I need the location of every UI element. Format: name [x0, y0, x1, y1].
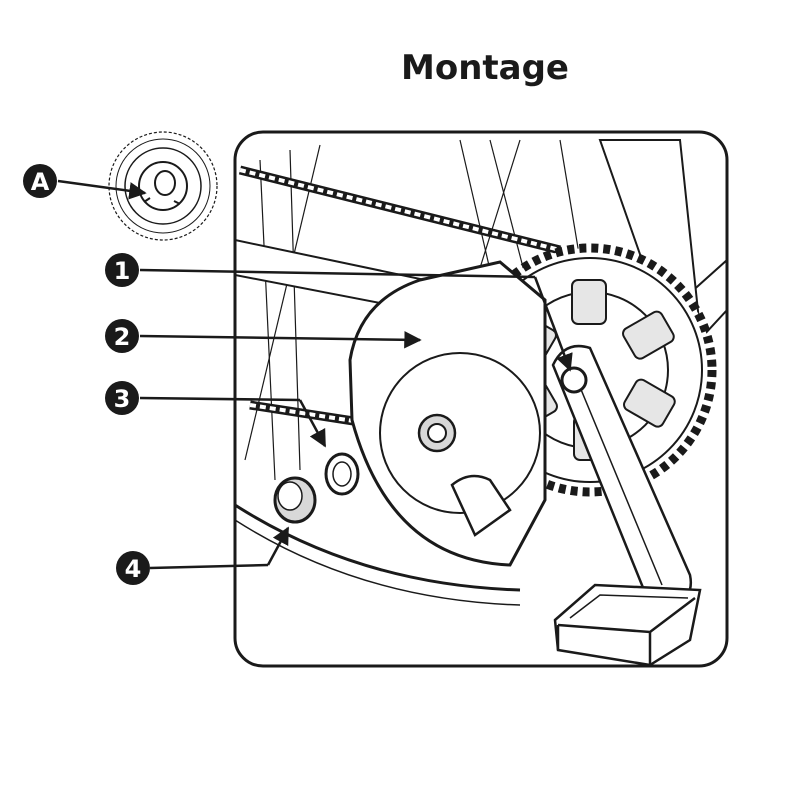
callout-badge-1: 1 [105, 253, 139, 287]
callout-badge-a: A [23, 164, 57, 198]
chain-guard-illustration [348, 260, 547, 567]
page-title: Montage [401, 48, 569, 88]
callout-badge-2: 2 [105, 319, 139, 353]
leader-line-4-diagonal [266, 526, 290, 566]
callout-leaders [57, 179, 573, 570]
detail-cap-illustration [108, 131, 218, 241]
leader-line-1-horizontal [139, 268, 536, 279]
leader-line-4-horizontal [149, 563, 269, 570]
callout-label-2: 2 [114, 323, 131, 351]
callout-badge-3: 3 [105, 381, 139, 415]
callout-badge-4: 4 [116, 551, 150, 585]
upper-chain-illustration [238, 165, 562, 255]
leader-line-2 [139, 331, 422, 349]
mounting-cap-illustration [273, 476, 317, 524]
callout-label-3: 3 [114, 385, 131, 413]
leader-line-3-diagonal [298, 399, 327, 448]
callout-label-a: A [31, 168, 50, 196]
leader-line-3-horizontal [139, 396, 301, 402]
leader-line-a [57, 179, 147, 200]
frame-mount-hole-illustration [324, 452, 360, 496]
callout-label-1: 1 [114, 257, 131, 285]
pedal-illustration [553, 583, 702, 666]
callout-label-4: 4 [125, 555, 142, 583]
leader-line-1-diagonal [533, 276, 573, 372]
lower-chain-illustration [249, 400, 361, 427]
main-illustration [233, 130, 729, 668]
